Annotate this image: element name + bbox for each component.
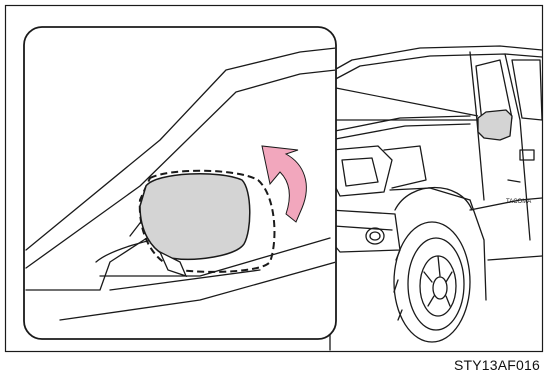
truck-side-mirror	[478, 110, 512, 140]
callout-line-top	[336, 88, 478, 116]
inset-detail-box	[24, 27, 336, 339]
mirror-housing	[140, 174, 250, 259]
figure-code: STY13AF016	[454, 357, 540, 373]
door-badge: TACOMA	[506, 199, 531, 205]
